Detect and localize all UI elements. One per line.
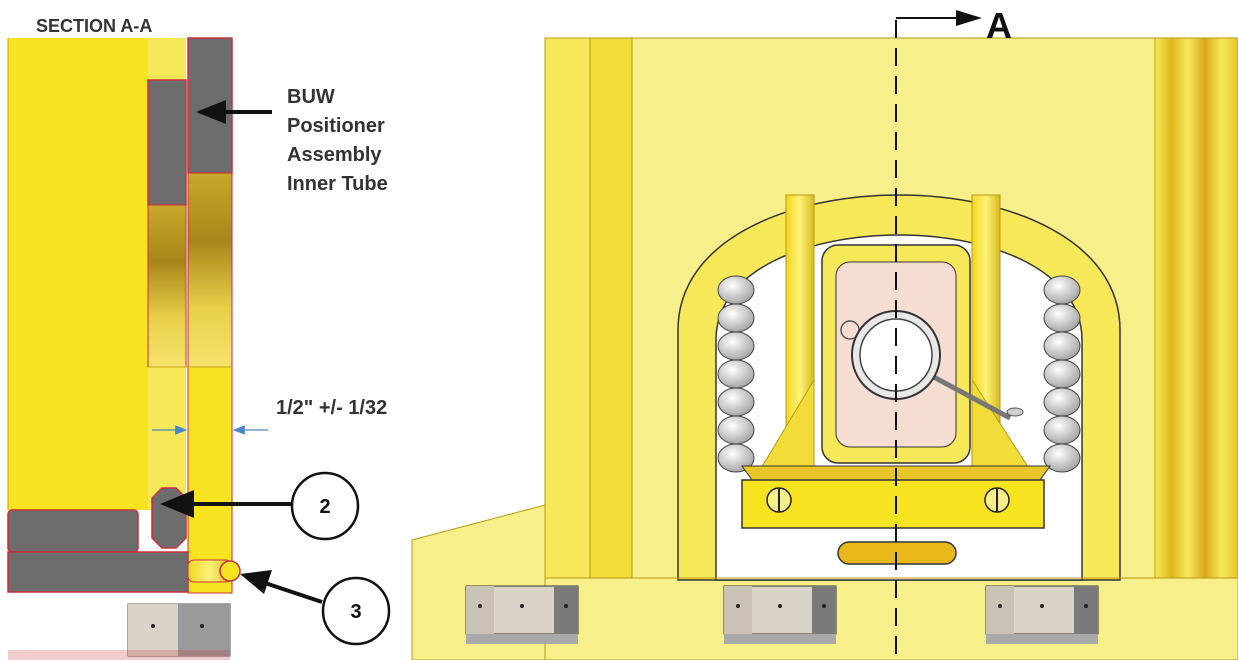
pull-pin — [840, 310, 1024, 421]
left-upright — [544, 37, 591, 579]
section-view — [7, 37, 268, 660]
section-title: SECTION A-A — [36, 16, 152, 36]
callout-arrows — [160, 100, 323, 604]
callout-label-line4: Inner Tube — [287, 173, 388, 195]
bolt-head-1 — [465, 585, 579, 644]
front-view — [411, 10, 1238, 660]
bolt-head-2 — [723, 585, 837, 644]
base-plate — [7, 551, 189, 593]
right-upright — [1154, 37, 1238, 579]
spring-right — [1043, 275, 1081, 473]
section-marker: A — [986, 5, 1012, 46]
balloon-3 — [321, 576, 391, 646]
section-arrow — [956, 10, 982, 26]
balloon-3-label: 3 — [350, 601, 361, 623]
balloon-2 — [290, 471, 360, 541]
callout-label-line2: Positioner — [287, 115, 385, 137]
base-block-upper — [7, 509, 139, 553]
pin-head — [219, 560, 241, 582]
balloon-2-label: 2 — [319, 496, 330, 518]
callout-label-line3: Assembly — [287, 144, 382, 166]
item-3-arrow-head — [240, 570, 272, 594]
callout-label-line1: BUW — [287, 86, 335, 108]
item-2-arrow-head — [160, 490, 194, 518]
dimension-text: 1/2" +/- 1/32 — [276, 397, 387, 419]
gold-section-right — [187, 172, 233, 368]
gold-section-left — [147, 204, 187, 368]
buw-arrow-head — [196, 100, 226, 124]
spring-left — [717, 275, 755, 473]
clamp-screw-right — [984, 487, 1010, 513]
clamp-screw-left — [766, 487, 792, 513]
inner-tube-mid — [147, 79, 187, 206]
bolt-head-3 — [985, 585, 1099, 644]
outer-plate — [8, 38, 148, 510]
